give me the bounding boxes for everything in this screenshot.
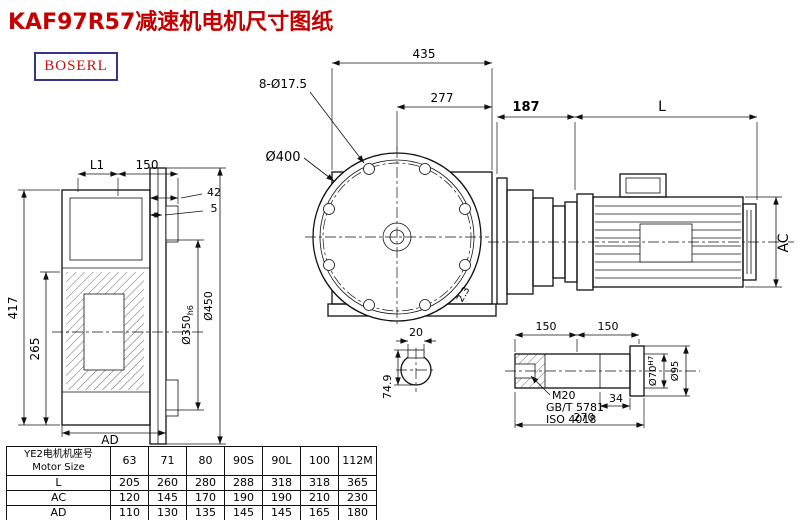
- table-header-en: Motor Size: [32, 462, 85, 473]
- table-cell: 145: [224, 505, 263, 520]
- dim-AC-label: AC: [776, 233, 792, 252]
- boserl-logo: BOSERL: [34, 52, 118, 81]
- table-cell: 145: [262, 505, 301, 520]
- table-cell: 145: [148, 490, 187, 506]
- table-cell: 165: [300, 505, 339, 520]
- dim-150b-label: 150: [536, 320, 557, 333]
- table-header-row: YE2电机机座号 Motor Size 63 71 80 90S 90L 100…: [6, 446, 377, 476]
- table-cell: 110: [110, 505, 149, 520]
- dim-L1-label: L1: [90, 158, 104, 172]
- dim-270-label: 270: [574, 411, 595, 424]
- table-col-header: 80: [186, 446, 225, 476]
- dim-265-label: 265: [28, 338, 42, 361]
- table-cell: 365: [338, 475, 377, 491]
- dim-5-label: 5: [211, 202, 218, 215]
- table-cell: 280: [186, 475, 225, 491]
- dim-70-text: Ø70: [647, 366, 659, 387]
- output-shaft-detail: 150 150 M20 GB/T 5781 ISO 4018 34 270: [505, 320, 700, 428]
- dim-34-label: 34: [609, 392, 623, 405]
- table-col-header: 71: [148, 446, 187, 476]
- table-cell: 318: [300, 475, 339, 491]
- terminal-box: [619, 173, 667, 198]
- table-cell: 318: [262, 475, 301, 491]
- table-cell: 205: [110, 475, 149, 491]
- table-cell: 190: [262, 490, 301, 506]
- dim-AD-label: AD: [101, 433, 118, 446]
- dim-350h6-label: Ø350h6: [180, 305, 195, 345]
- dim-42-label: 42: [207, 186, 221, 199]
- front-view: 435 8-Ø17.5 277 Ø400 2.3: [259, 47, 497, 327]
- dim-350-text: Ø350: [180, 315, 193, 345]
- motor-nameplate: [639, 223, 693, 263]
- dim-150c-label: 150: [598, 320, 619, 333]
- table-row-AD: AD 110 130 135 145 145 165 180: [6, 505, 377, 520]
- dim-450-label: Ø450: [202, 291, 215, 321]
- table-col-header: 100: [300, 446, 339, 476]
- dim-435-label: 435: [413, 47, 436, 61]
- dim-20-label: 20: [409, 326, 423, 339]
- table-row-label: AD: [6, 505, 111, 520]
- dim-187-label: 187: [512, 100, 539, 115]
- table-cell: 288: [224, 475, 263, 491]
- dim-M20-label: M20: [552, 389, 576, 402]
- page-title: KAF97R57减速机电机尺寸图纸: [8, 10, 334, 35]
- dim-74-9-label: 74.9: [381, 375, 394, 400]
- table-cell: 260: [148, 475, 187, 491]
- table-cell: 130: [148, 505, 187, 520]
- table-cell: 190: [224, 490, 263, 506]
- table-cell: 135: [186, 505, 225, 520]
- table-cell: 170: [186, 490, 225, 506]
- technical-drawing: L1 150 42 5 417 265 Ø350h6 Ø4: [6, 47, 794, 446]
- dim-150-label: 150: [136, 158, 159, 172]
- table-cell: 230: [338, 490, 377, 506]
- table-row-AC: AC 120 145 170 190 190 210 230: [6, 490, 377, 506]
- dim-277-label: 277: [431, 91, 454, 105]
- dim-GBT-label: GB/T 5781: [546, 401, 604, 414]
- table-col-header: 90S: [224, 446, 263, 476]
- shaft-section-detail: 20 74.9: [381, 326, 436, 399]
- motor-size-table: YE2电机机座号 Motor Size 63 71 80 90S 90L 100…: [6, 446, 377, 520]
- boserl-logo-text: BOSERL: [44, 58, 108, 74]
- table-cell: 180: [338, 505, 377, 520]
- table-header-cn: YE2电机机座号: [24, 449, 93, 460]
- table-header-motor-size: YE2电机机座号 Motor Size: [6, 446, 111, 476]
- dim-417-label: 417: [6, 297, 20, 320]
- dim-70-tol: H7: [647, 356, 655, 366]
- side-view-left: L1 150 42 5 417 265 Ø350h6 Ø4: [6, 158, 226, 446]
- dim-350-tol: h6: [186, 305, 195, 315]
- dim-70H7-label: Ø70H7: [647, 356, 659, 386]
- table-row-label: AC: [6, 490, 111, 506]
- dim-95-label: Ø95: [669, 361, 681, 382]
- table-cell: 210: [300, 490, 339, 506]
- table-row-label: L: [6, 475, 111, 491]
- dim-8holes-label: 8-Ø17.5: [259, 77, 307, 91]
- motor-view: 187 L AC: [488, 99, 794, 305]
- dim-400-label: Ø400: [265, 150, 300, 165]
- dim-L-label: L: [658, 99, 666, 115]
- table-col-header: 90L: [262, 446, 301, 476]
- table-row-L: L 205 260 280 288 318 318 365: [6, 475, 377, 491]
- table-col-header: 112M: [338, 446, 377, 476]
- table-cell: 120: [110, 490, 149, 506]
- table-col-header: 63: [110, 446, 149, 476]
- adapter-flange: [496, 177, 508, 305]
